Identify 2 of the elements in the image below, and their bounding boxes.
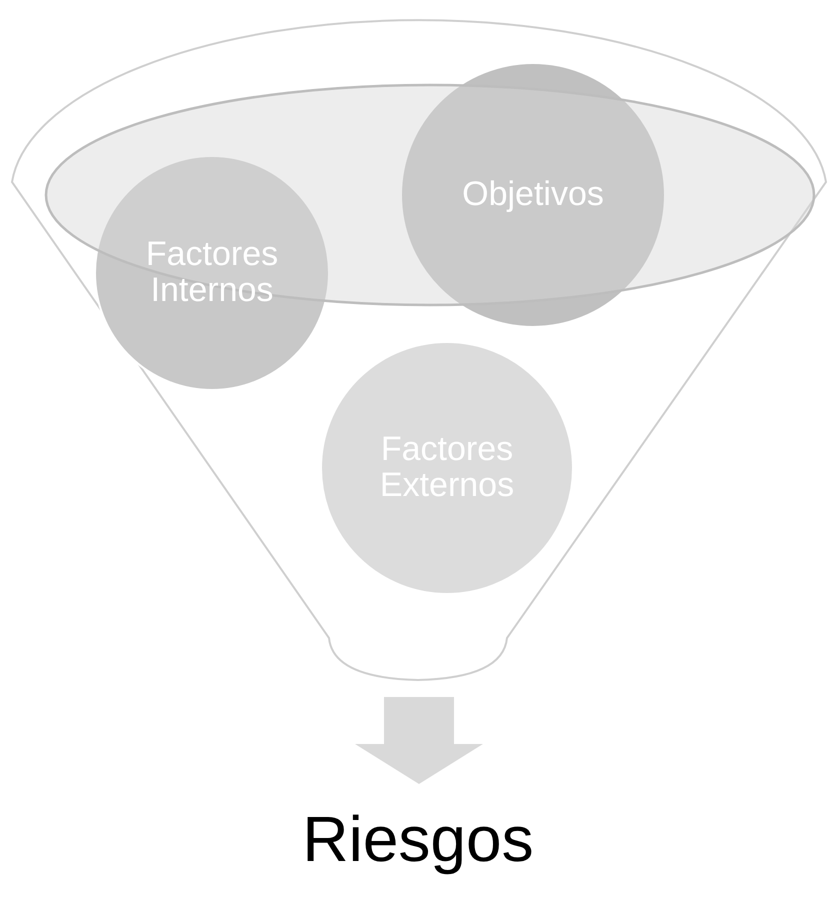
- block-arrow: [355, 697, 483, 784]
- output-label: Riesgos: [302, 806, 534, 874]
